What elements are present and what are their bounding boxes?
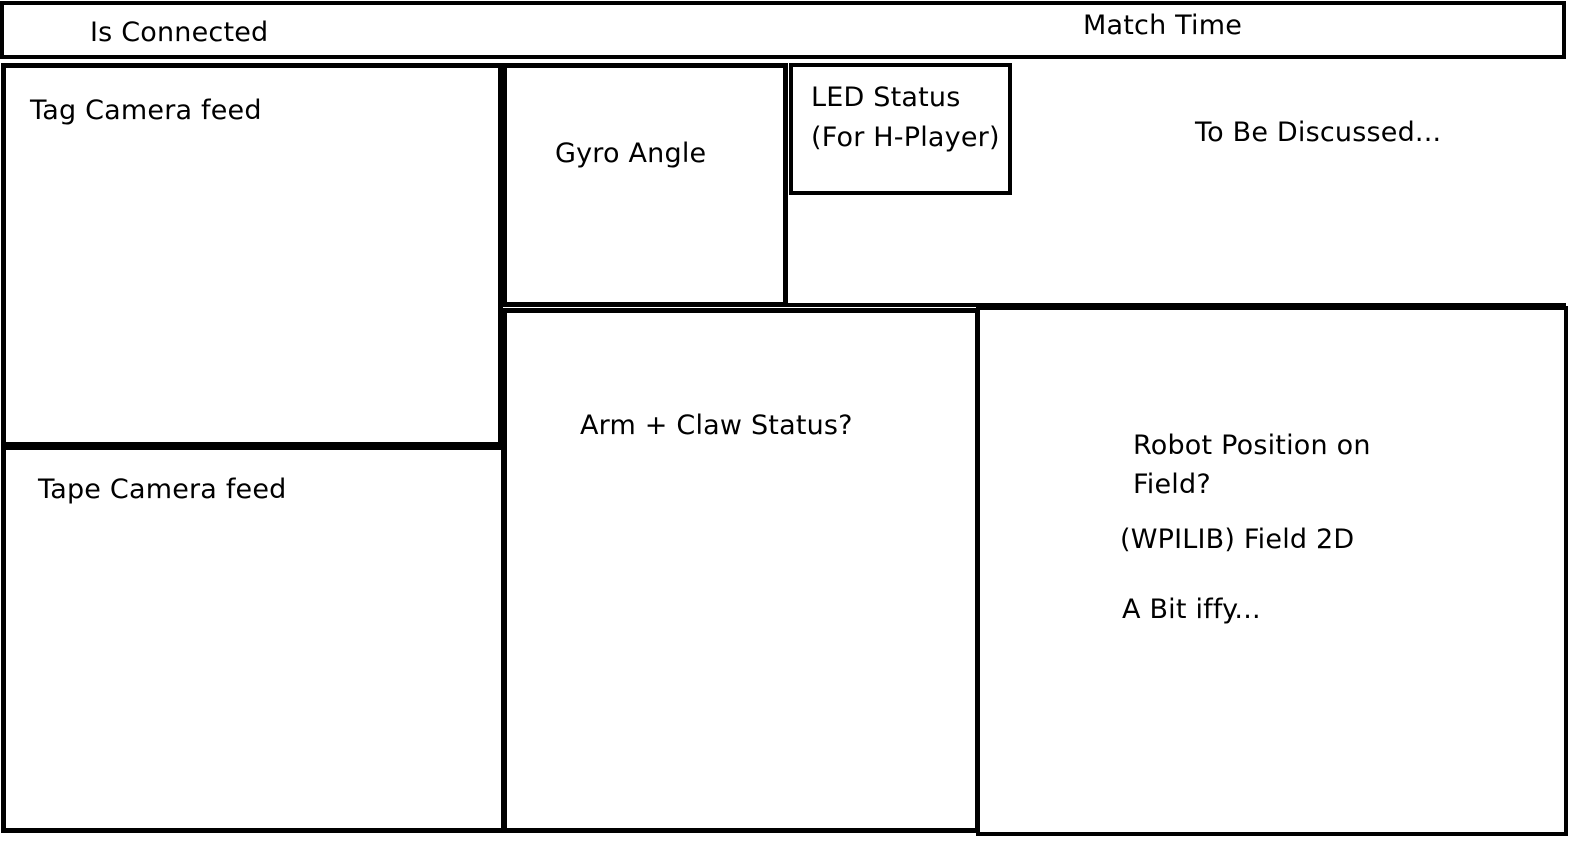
match-time-label: Match Time xyxy=(1083,10,1243,41)
gyro-angle-panel xyxy=(502,63,788,307)
led-status-label: LED Status xyxy=(811,82,961,113)
arm-claw-label: Arm + Claw Status? xyxy=(580,410,853,441)
to-be-discussed-label: To Be Discussed... xyxy=(1195,117,1442,148)
arm-claw-panel xyxy=(502,308,980,833)
robot-position-label: Robot Position on xyxy=(1133,430,1371,461)
iffy-label: A Bit iffy... xyxy=(1122,594,1261,625)
tape-camera-panel xyxy=(1,445,506,833)
field-2d-panel xyxy=(976,306,1568,836)
robot-position-sublabel: Field? xyxy=(1133,469,1211,500)
tag-camera-panel xyxy=(1,63,503,447)
header-bar xyxy=(0,1,1566,59)
tape-camera-label: Tape Camera feed xyxy=(38,474,287,505)
led-status-sublabel: (For H-Player) xyxy=(811,122,1000,153)
tag-camera-label: Tag Camera feed xyxy=(30,95,262,126)
gyro-angle-label: Gyro Angle xyxy=(555,138,707,169)
led-status-panel xyxy=(789,63,1012,195)
to-be-discussed-divider xyxy=(784,303,1566,307)
field2d-label: (WPILIB) Field 2D xyxy=(1120,524,1355,555)
is-connected-label: Is Connected xyxy=(90,17,269,48)
